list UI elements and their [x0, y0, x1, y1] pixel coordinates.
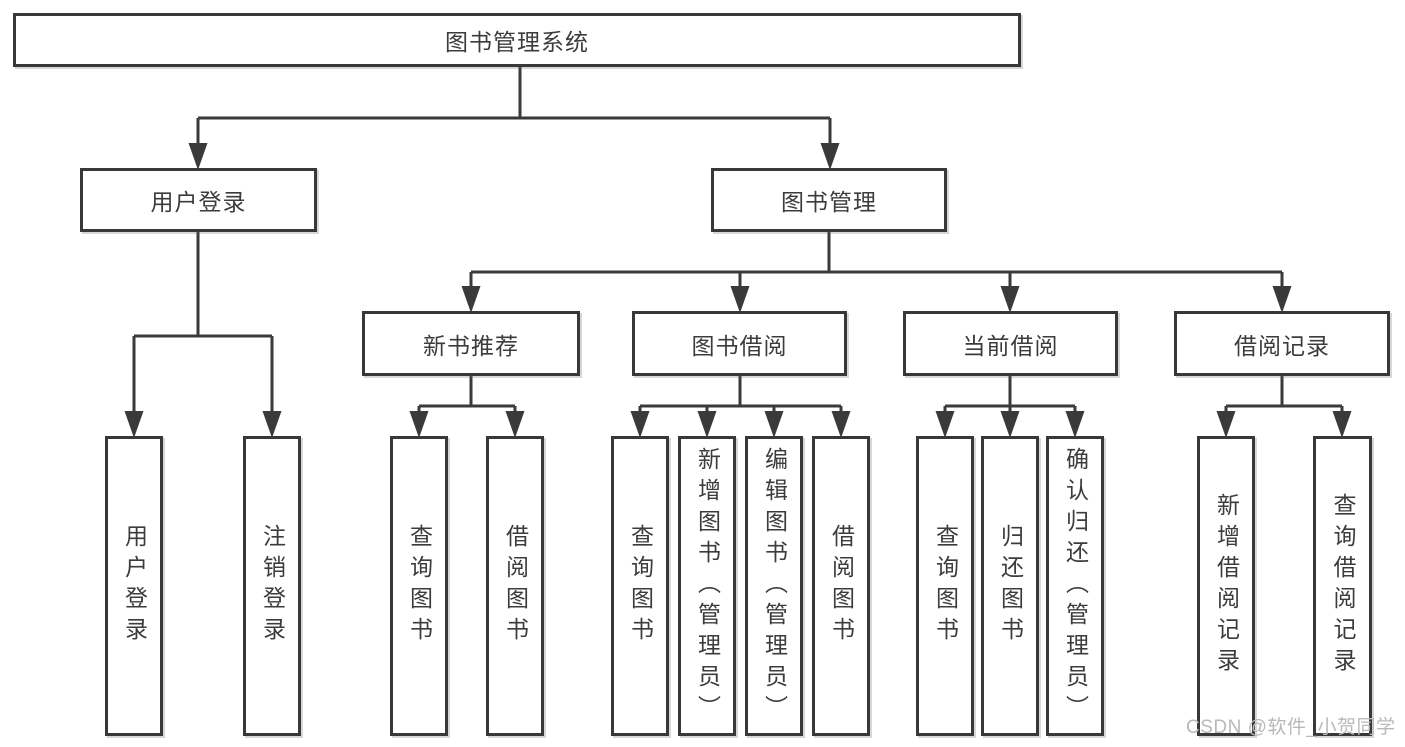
node-borrow-records-label: 借阅记录	[1234, 332, 1330, 359]
leaf-query-books-borrow-label: 查询图书	[627, 524, 654, 648]
node-root-system-label: 图书管理系统	[445, 29, 589, 55]
leaf-edit-books-admin-label: 编辑图书（管理员）	[761, 446, 788, 726]
leaf-borrow-books: 借阅图书	[812, 436, 870, 736]
leaf-confirm-return-admin: 确认归还（管理员）	[1046, 436, 1104, 736]
node-root-system: 图书管理系统	[13, 13, 1021, 67]
leaf-user-login: 用户登录	[105, 436, 163, 736]
node-current-borrow: 当前借阅	[903, 311, 1118, 376]
node-borrow-records: 借阅记录	[1174, 311, 1390, 376]
leaf-query-books-recommend-label: 查询图书	[406, 524, 433, 648]
csdn-watermark: CSDN @软件_小贺同学	[1186, 717, 1396, 738]
leaf-query-books-borrow: 查询图书	[611, 436, 669, 736]
node-user-login-label: 用户登录	[150, 189, 247, 215]
node-book-borrow: 图书借阅	[632, 311, 847, 376]
leaf-query-books-recommend: 查询图书	[390, 436, 448, 736]
leaf-add-borrow-record-label: 新增借阅记录	[1213, 493, 1240, 679]
leaf-add-borrow-record: 新增借阅记录	[1197, 436, 1255, 736]
leaf-add-books-admin-label: 新增图书（管理员）	[694, 446, 721, 726]
leaf-user-login-label: 用户登录	[121, 524, 148, 648]
leaf-logout-label: 注销登录	[259, 524, 286, 648]
leaf-confirm-return-admin-label: 确认归还（管理员）	[1062, 446, 1089, 726]
leaf-borrow-books-recommend-label: 借阅图书	[502, 524, 529, 648]
leaf-logout: 注销登录	[243, 436, 301, 736]
node-user-login: 用户登录	[80, 168, 317, 232]
leaf-edit-books-admin: 编辑图书（管理员）	[745, 436, 803, 736]
leaf-borrow-books-recommend: 借阅图书	[486, 436, 544, 736]
leaf-add-books-admin: 新增图书（管理员）	[678, 436, 736, 736]
leaf-query-borrow-record: 查询借阅记录	[1313, 436, 1372, 736]
node-current-borrow-label: 当前借阅	[962, 332, 1059, 359]
node-new-book-recommend: 新书推荐	[362, 311, 580, 376]
node-book-borrow-label: 图书借阅	[691, 332, 788, 359]
leaf-return-books: 归还图书	[981, 436, 1039, 736]
leaf-query-books-current: 查询图书	[916, 436, 974, 736]
leaf-borrow-books-label: 借阅图书	[828, 524, 855, 648]
node-new-book-recommend-label: 新书推荐	[423, 332, 519, 359]
node-book-management-label: 图书管理	[781, 189, 877, 215]
node-book-management: 图书管理	[711, 168, 947, 232]
leaf-return-books-label: 归还图书	[997, 524, 1024, 648]
leaf-query-books-current-label: 查询图书	[932, 524, 959, 648]
leaf-query-borrow-record-label: 查询借阅记录	[1330, 493, 1356, 679]
